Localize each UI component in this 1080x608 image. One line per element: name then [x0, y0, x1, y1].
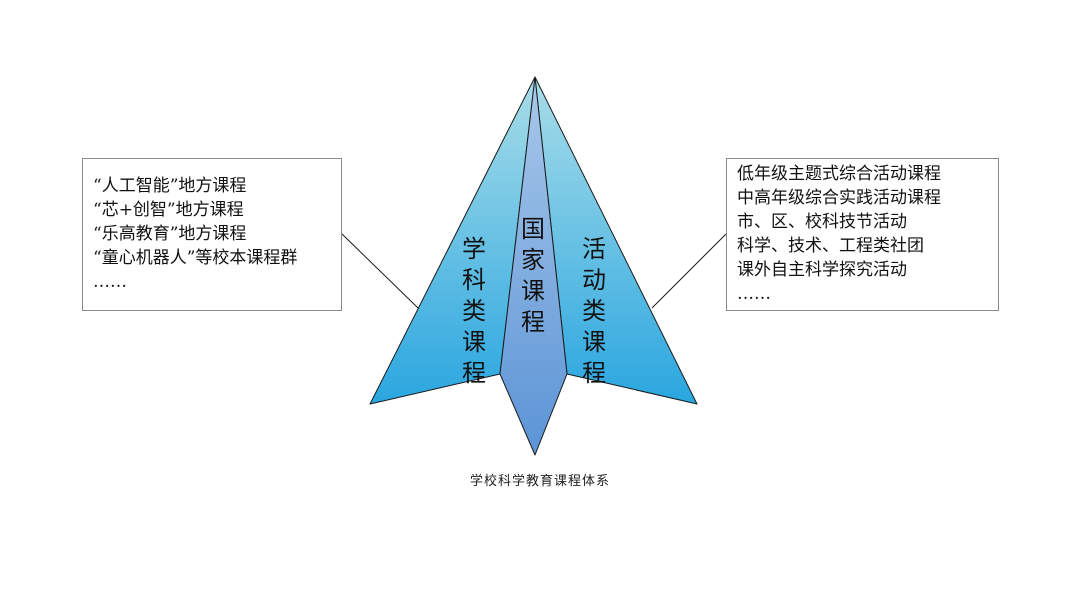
national-courses-label: 国家课程 [521, 215, 545, 336]
list-item: “人工智能”地方课程 [93, 176, 247, 196]
center-keel [499, 76, 568, 456]
subject-courses-label: 学科类课程 [462, 235, 486, 387]
list-item: 科学、技术、工程类社团 [737, 236, 924, 256]
list-item: 课外自主科学探究活动 [737, 260, 907, 280]
list-item: “芯+创智”地方课程 [93, 200, 244, 220]
activity-courses-label: 活动类课程 [582, 235, 606, 387]
activity-courses-box: 低年级主题式综合活动课程 中高年级综合实践活动课程 市、区、校科技节活动 科学、… [726, 158, 999, 311]
list-item: “童心机器人”等校本课程群 [93, 248, 298, 268]
diagram-caption: 学校科学教育课程体系 [469, 474, 610, 489]
list-item: …… [93, 272, 127, 292]
list-item: “乐高教育”地方课程 [93, 224, 247, 244]
left-connector-line [341, 233, 419, 309]
list-item: 低年级主题式综合活动课程 [737, 164, 941, 184]
subject-courses-box: “人工智能”地方课程 “芯+创智”地方课程 “乐高教育”地方课程 “童心机器人”… [82, 158, 342, 311]
list-item: 市、区、校科技节活动 [737, 212, 907, 232]
right-connector-line [651, 233, 727, 309]
list-item: 中高年级综合实践活动课程 [737, 188, 941, 208]
list-item: …… [737, 284, 771, 304]
